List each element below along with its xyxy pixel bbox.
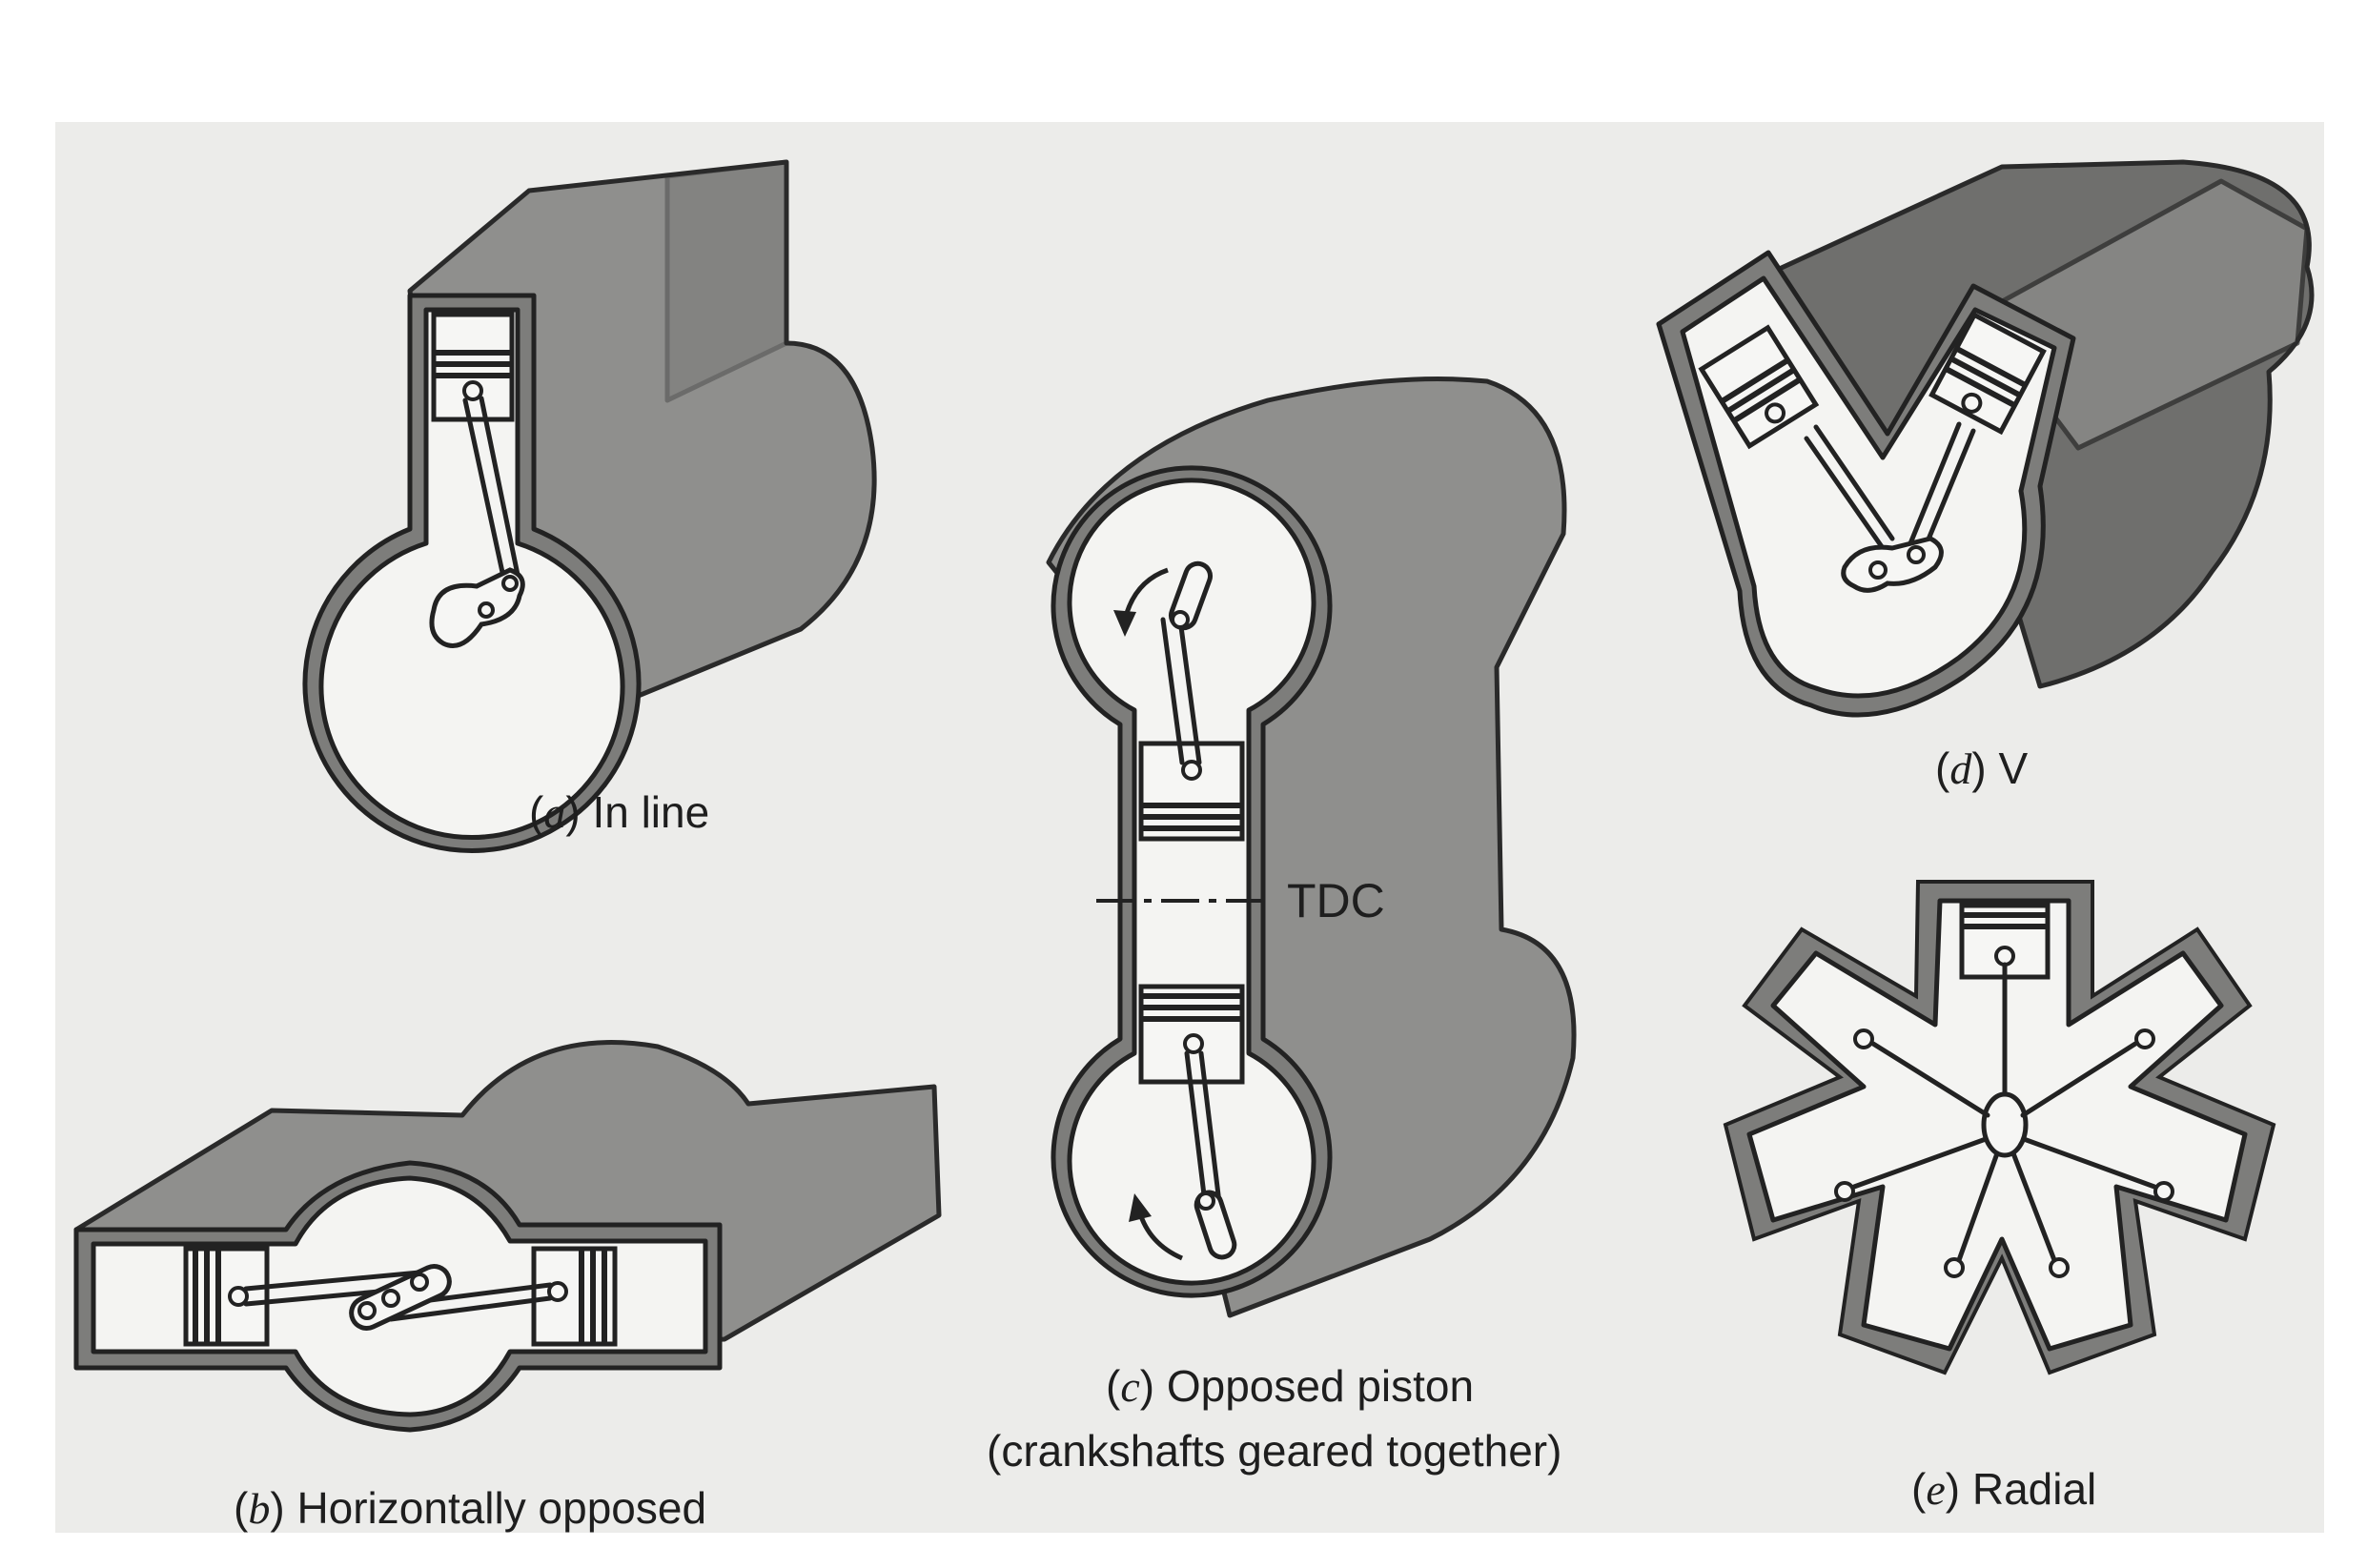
caption-c-line2: (crankshafts geared together)	[987, 1426, 1561, 1476]
v-engine-diagram: (d) V	[1656, 159, 2315, 793]
inline-engine-diagram: (a) In line	[302, 159, 877, 853]
horizontally-opposed-engine-diagram: (b) Horizontally opposed	[73, 1040, 942, 1533]
caption-a: (a) In line	[529, 787, 709, 837]
caption-c: (c) Opposed piston	[1106, 1361, 1474, 1411]
radial-engine-diagram: (e) Radial	[1723, 880, 2276, 1514]
caption-b: (b) Horizontally opposed	[234, 1483, 706, 1533]
tdc-label: TDC	[1287, 874, 1385, 927]
opposed-piston-engine-diagram: TDC (c) Opposed piston (crankshafts gear…	[987, 377, 1577, 1476]
caption-d: (d) V	[1935, 743, 2028, 793]
caption-e: (e) Radial	[1911, 1464, 2096, 1514]
